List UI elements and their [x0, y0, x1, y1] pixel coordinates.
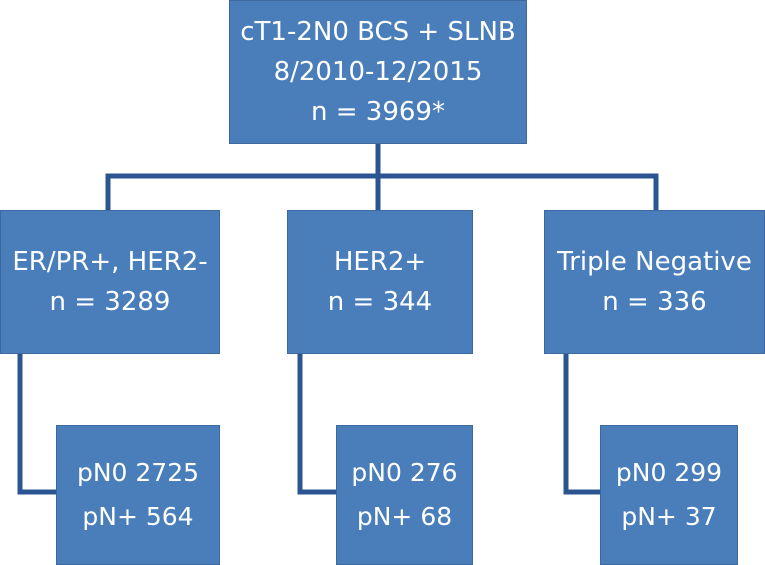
outcome-her2-pn0: pN0 276 — [351, 458, 458, 488]
root-date-range-text: 8/2010-12/2015 — [273, 56, 483, 87]
outcome-triple-negative-pnplus: pN+ 37 — [621, 502, 717, 531]
group-er-pr-box: ER/PR+, HER2- n = 3289 — [0, 210, 220, 354]
elbow-er-line — [17, 353, 57, 495]
outcome-her2-box: pN0 276 pN+ 68 — [336, 425, 473, 565]
elbow-tn-line — [563, 353, 601, 495]
outcome-er-pr-pnplus: pN+ 564 — [82, 502, 194, 531]
root-cohort-box: cT1-2N0 BCS + SLNB 8/2010-12/2015 n = 39… — [229, 0, 527, 144]
outcome-her2-pnplus: pN+ 68 — [356, 502, 453, 531]
outcome-er-pr-pn0: pN0 2725 — [76, 458, 200, 488]
group-triple-negative-count: n = 336 — [602, 287, 707, 317]
elbow-her2-line — [297, 353, 337, 495]
group-her2-count: n = 344 — [327, 287, 433, 317]
root-count-text: n = 3969* — [311, 97, 445, 128]
group-her2-title: HER2+ — [333, 246, 427, 277]
outcome-er-pr-box: pN0 2725 pN+ 564 — [56, 425, 220, 565]
root-criteria-text: cT1-2N0 BCS + SLNB — [240, 16, 516, 47]
outcome-triple-negative-pn0: pN0 299 — [615, 458, 723, 488]
group-triple-negative-box: Triple Negative n = 336 — [544, 210, 765, 354]
outcome-triple-negative-box: pN0 299 pN+ 37 — [600, 425, 738, 565]
group-triple-negative-title: Triple Negative — [557, 246, 752, 277]
group-er-pr-count: n = 3289 — [49, 287, 171, 317]
group-her2-box: HER2+ n = 344 — [287, 210, 473, 354]
group-er-pr-title: ER/PR+, HER2- — [12, 246, 208, 277]
